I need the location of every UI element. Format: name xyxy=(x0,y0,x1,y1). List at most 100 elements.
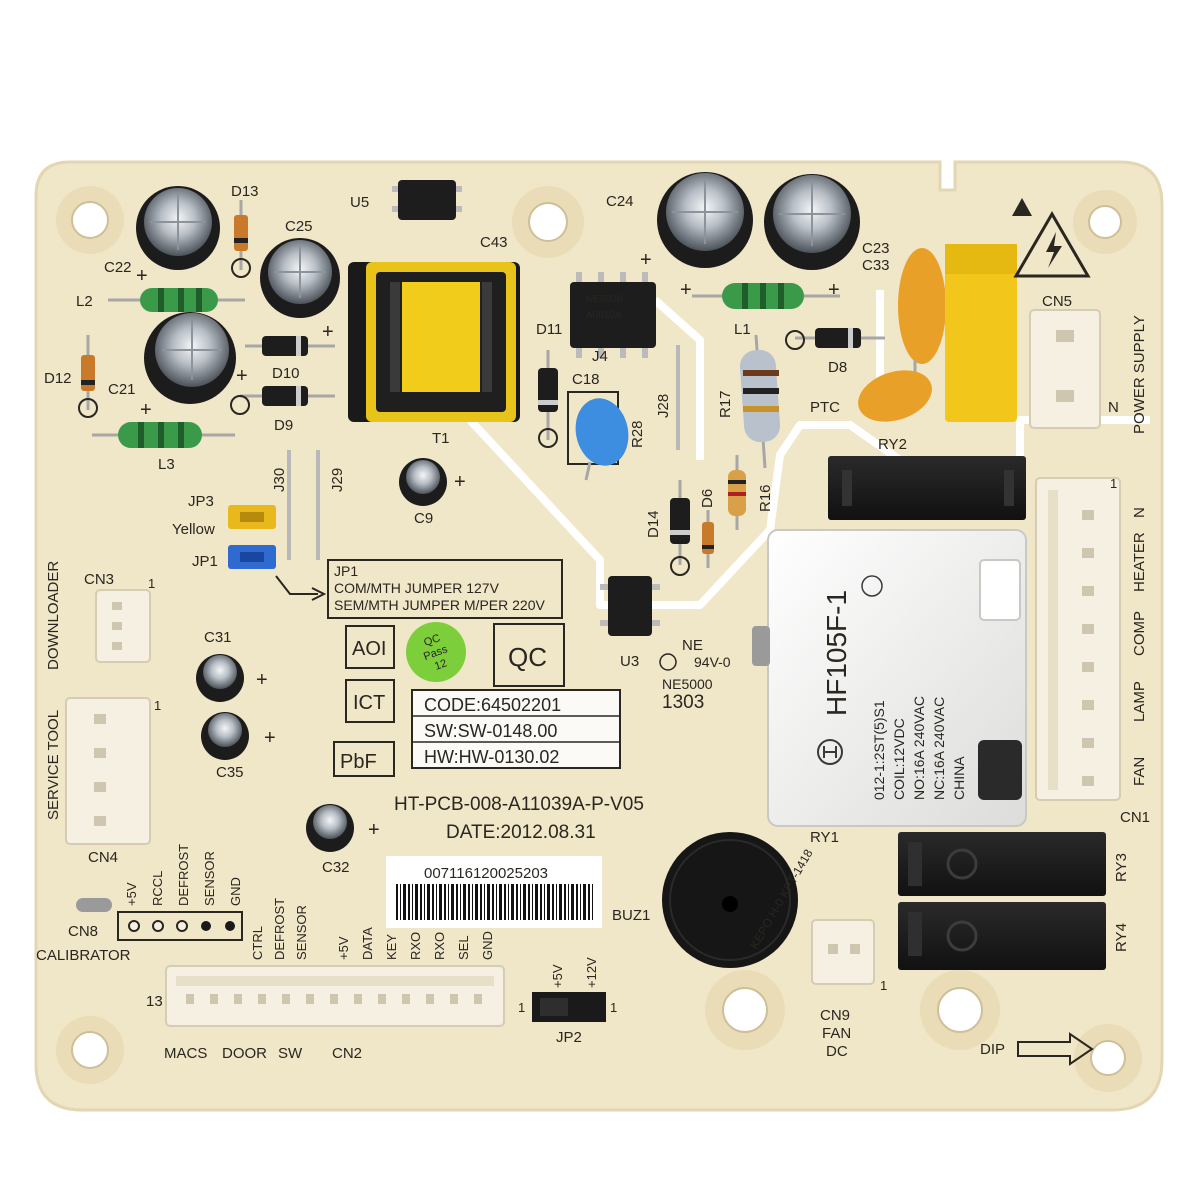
label-cn1-n: N xyxy=(1131,507,1148,518)
label-ry4: RY4 xyxy=(1113,923,1130,952)
label-l1: L1 xyxy=(734,321,751,338)
label-r28: R28 xyxy=(629,420,646,448)
plus-c21b: + xyxy=(140,399,152,421)
label-c33: C33 xyxy=(862,257,890,274)
jumper-jp3[interactable] xyxy=(228,505,276,529)
jp1-note-box xyxy=(275,559,563,619)
plus-c23: + xyxy=(828,279,840,301)
relay-spec1: 012-1:2ST(5)S1 xyxy=(871,700,887,800)
label-j30: J30 xyxy=(271,468,288,492)
relay-ry2 xyxy=(828,456,1026,520)
label-c24: C24 xyxy=(606,193,634,210)
label-buz1: BUZ1 xyxy=(612,907,650,924)
connector-cn8 xyxy=(76,898,243,941)
label-c9: C9 xyxy=(414,510,433,527)
label-jp2-5v: +5V xyxy=(550,964,565,988)
label-d12: D12 xyxy=(44,370,72,387)
label-cn8-5v: +5V xyxy=(124,882,139,906)
cqc-mark-icon xyxy=(861,575,883,597)
qc-sticker-line1: QC xyxy=(422,632,442,649)
label-jp2-12v: +12V xyxy=(584,957,599,988)
label-aoi: AOI xyxy=(352,638,386,660)
label-qc: QC xyxy=(508,642,547,672)
label-cn3: CN3 xyxy=(84,571,114,588)
inductor-l3 xyxy=(92,422,235,448)
resistor-r16 xyxy=(728,455,746,530)
label-cn2-rxo2: RXO xyxy=(432,932,447,960)
inductor-l2 xyxy=(108,288,245,312)
transformer-t1 xyxy=(348,262,520,422)
capacitor-c35 xyxy=(201,712,249,760)
label-c23: C23 xyxy=(862,240,890,257)
label-dip: DIP xyxy=(980,1041,1005,1058)
dip-arrow-icon xyxy=(1017,1032,1094,1066)
label-sw-version: SW:SW-0148.00 xyxy=(424,721,557,741)
label-ict: ICT xyxy=(353,692,385,714)
code-label xyxy=(411,689,621,769)
label-downloader: DOWNLOADER xyxy=(45,561,62,670)
capacitor-c32 xyxy=(306,804,354,852)
connector-cn2 xyxy=(165,965,505,1027)
label-cn2-ctrl: CTRL xyxy=(250,926,265,960)
qc-pass-sticker xyxy=(406,622,466,682)
label-cn8-sensor: SENSOR xyxy=(202,851,217,906)
label-cn1-pin1: 1 xyxy=(1110,476,1117,491)
inductor-l1 xyxy=(692,283,840,309)
label-c21: C21 xyxy=(108,381,136,398)
label-ry2: RY2 xyxy=(878,436,907,453)
label-cn2-pin13: 13 xyxy=(146,993,163,1010)
label-fan: FAN xyxy=(1131,757,1148,786)
label-ne: NE xyxy=(682,637,703,654)
plus-c9: + xyxy=(454,471,466,493)
relay-spec5: CHINA xyxy=(951,756,967,800)
label-door: DOOR xyxy=(222,1045,267,1062)
svg-text:A0010A: A0010A xyxy=(586,310,622,321)
connector-cn3 xyxy=(95,589,151,663)
buzzer-buz1 xyxy=(662,832,798,968)
relay-spec4: NC:16A 240VAC xyxy=(931,697,947,800)
plus-c21: + xyxy=(236,365,248,387)
high-voltage-warning-icon xyxy=(1013,211,1091,278)
label-d14: D14 xyxy=(645,510,662,538)
test-pads xyxy=(78,258,805,576)
label-code: CODE:64502201 xyxy=(424,695,561,715)
label-l3: L3 xyxy=(158,456,175,473)
barcode-label xyxy=(386,856,602,928)
label-cn9-dc: DC xyxy=(826,1043,848,1060)
jumper-jp2[interactable] xyxy=(532,992,606,1022)
label-d10: D10 xyxy=(272,365,300,382)
label-d13: D13 xyxy=(231,183,259,200)
ul-mark-icon xyxy=(659,653,677,671)
label-hw-version: HW:HW-0130.02 xyxy=(424,747,559,767)
capacitor-c24 xyxy=(657,172,753,268)
jumper-jp1[interactable] xyxy=(228,545,276,569)
label-l2: L2 xyxy=(76,293,93,310)
diode-d9 xyxy=(240,386,335,406)
label-ptc: PTC xyxy=(810,399,840,416)
label-cn9-fan: FAN xyxy=(822,1025,851,1042)
svg-text:NE5000: NE5000 xyxy=(586,294,623,305)
plus-c32: + xyxy=(368,819,380,841)
diode-d8 xyxy=(795,328,885,348)
capacitor-c25 xyxy=(260,238,340,318)
hf-logo-icon xyxy=(817,739,843,765)
diode-d10 xyxy=(245,336,335,356)
label-cn4-pin1: 1 xyxy=(154,698,161,713)
inspection-boxes xyxy=(333,623,565,777)
diode-d11 xyxy=(538,350,558,440)
label-c22: C22 xyxy=(104,259,132,276)
diode-d14 xyxy=(670,480,690,565)
capacitor-c31 xyxy=(196,654,244,702)
relay-ry3 xyxy=(898,832,1106,896)
ptc-thermistor xyxy=(858,370,932,422)
label-lamp: LAMP xyxy=(1131,681,1148,722)
label-sw: SW xyxy=(278,1045,303,1062)
label-jp2-pin1-right: 1 xyxy=(610,1000,617,1015)
label-jp2: JP2 xyxy=(556,1029,582,1046)
label-service-tool: SERVICE TOOL xyxy=(45,710,62,820)
label-d11: D11 xyxy=(536,321,562,338)
plus-c24b: + xyxy=(680,279,692,301)
jp1-note-line1: COM/MTH JUMPER 127V xyxy=(334,580,500,596)
capacitor-c23 xyxy=(764,174,860,270)
label-c18: C18 xyxy=(572,371,600,388)
